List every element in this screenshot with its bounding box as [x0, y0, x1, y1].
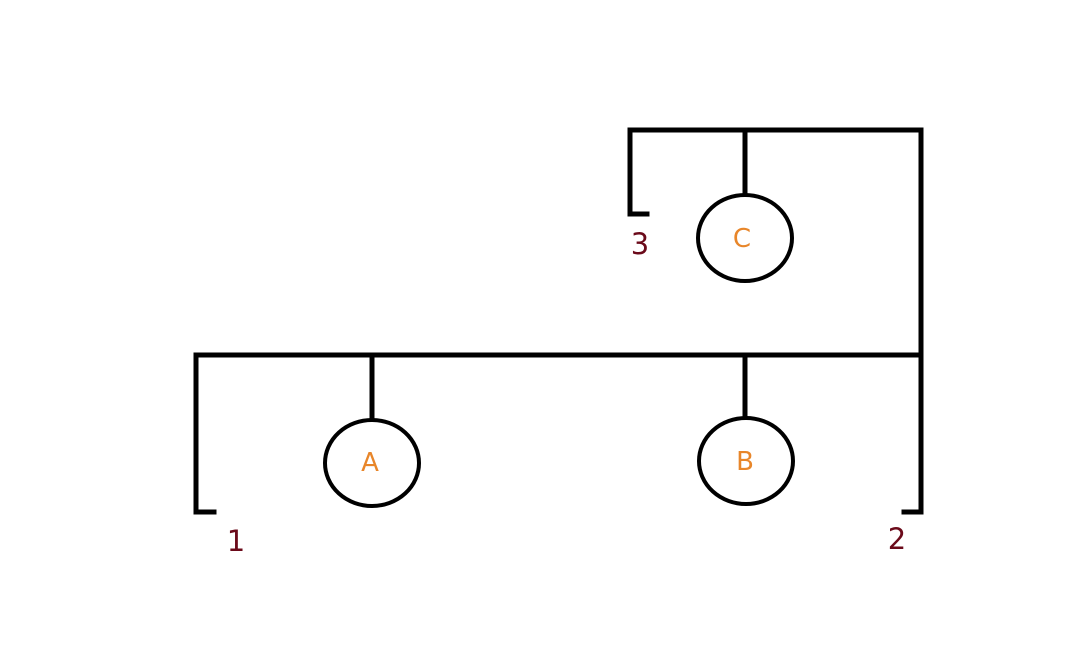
node-c-label: C	[733, 224, 751, 254]
node-a-label: A	[361, 448, 379, 478]
upper-bracket	[627, 127, 924, 358]
node-a-circle	[323, 418, 421, 508]
terminal-2-label: 2	[888, 522, 906, 556]
node-c-circle	[696, 193, 794, 283]
node-b-circle	[697, 416, 795, 506]
terminal-1-label: 1	[227, 524, 245, 558]
terminal-3-label: 3	[631, 227, 649, 261]
lower-bracket	[193, 352, 924, 515]
node-b-label: B	[736, 447, 754, 477]
